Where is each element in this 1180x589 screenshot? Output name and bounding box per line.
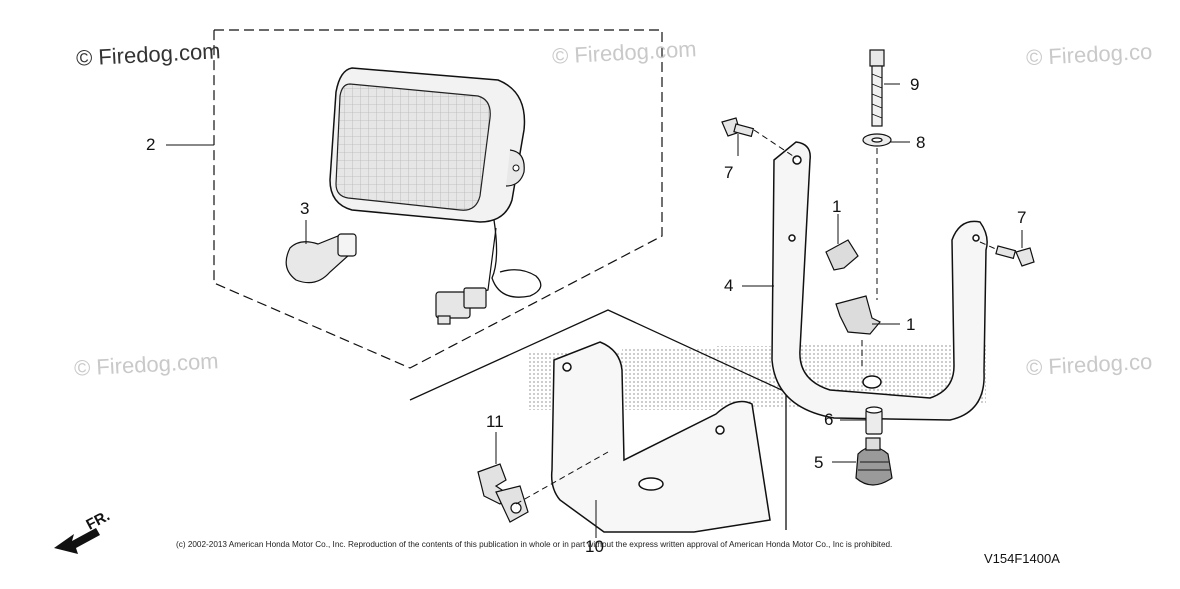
callout-part-4: 4 [724, 276, 734, 295]
bolt-and-washer [862, 49, 892, 147]
front-direction-arrow [54, 528, 100, 554]
callout-part-2: 2 [146, 135, 156, 154]
callout-part-9: 9 [910, 75, 920, 94]
headlight-assembly-box [213, 29, 663, 369]
headlight-housing [329, 67, 542, 298]
callout-part-5: 5 [814, 453, 824, 472]
callout-part-11: 11 [486, 412, 504, 431]
callout-part-7: 7 [724, 163, 734, 182]
callout-part-8: 8 [916, 133, 926, 152]
guard-plate [550, 341, 771, 533]
diagram-id: V154F1400A [984, 551, 1060, 566]
wire-clip [477, 463, 529, 523]
callout-part-6: 6 [824, 410, 834, 429]
bracket-clamps [825, 239, 881, 335]
leader-lines [166, 83, 1023, 538]
collar-and-rubber-mount [855, 406, 893, 486]
callout-part-3: 3 [300, 199, 310, 218]
u-bracket [771, 141, 988, 421]
callout-part-1: 1 [906, 315, 916, 334]
copyright-notice: (c) 2002-2013 American Honda Motor Co., … [176, 540, 893, 549]
callout-part-7: 7 [1017, 208, 1027, 227]
headlight-bulb [285, 233, 357, 284]
wire-connector [435, 287, 487, 325]
frame-outline [409, 309, 787, 530]
callout-part-10: 10 [585, 537, 604, 556]
callout-part-1: 1 [832, 197, 842, 216]
flange-bolts [721, 117, 1035, 267]
